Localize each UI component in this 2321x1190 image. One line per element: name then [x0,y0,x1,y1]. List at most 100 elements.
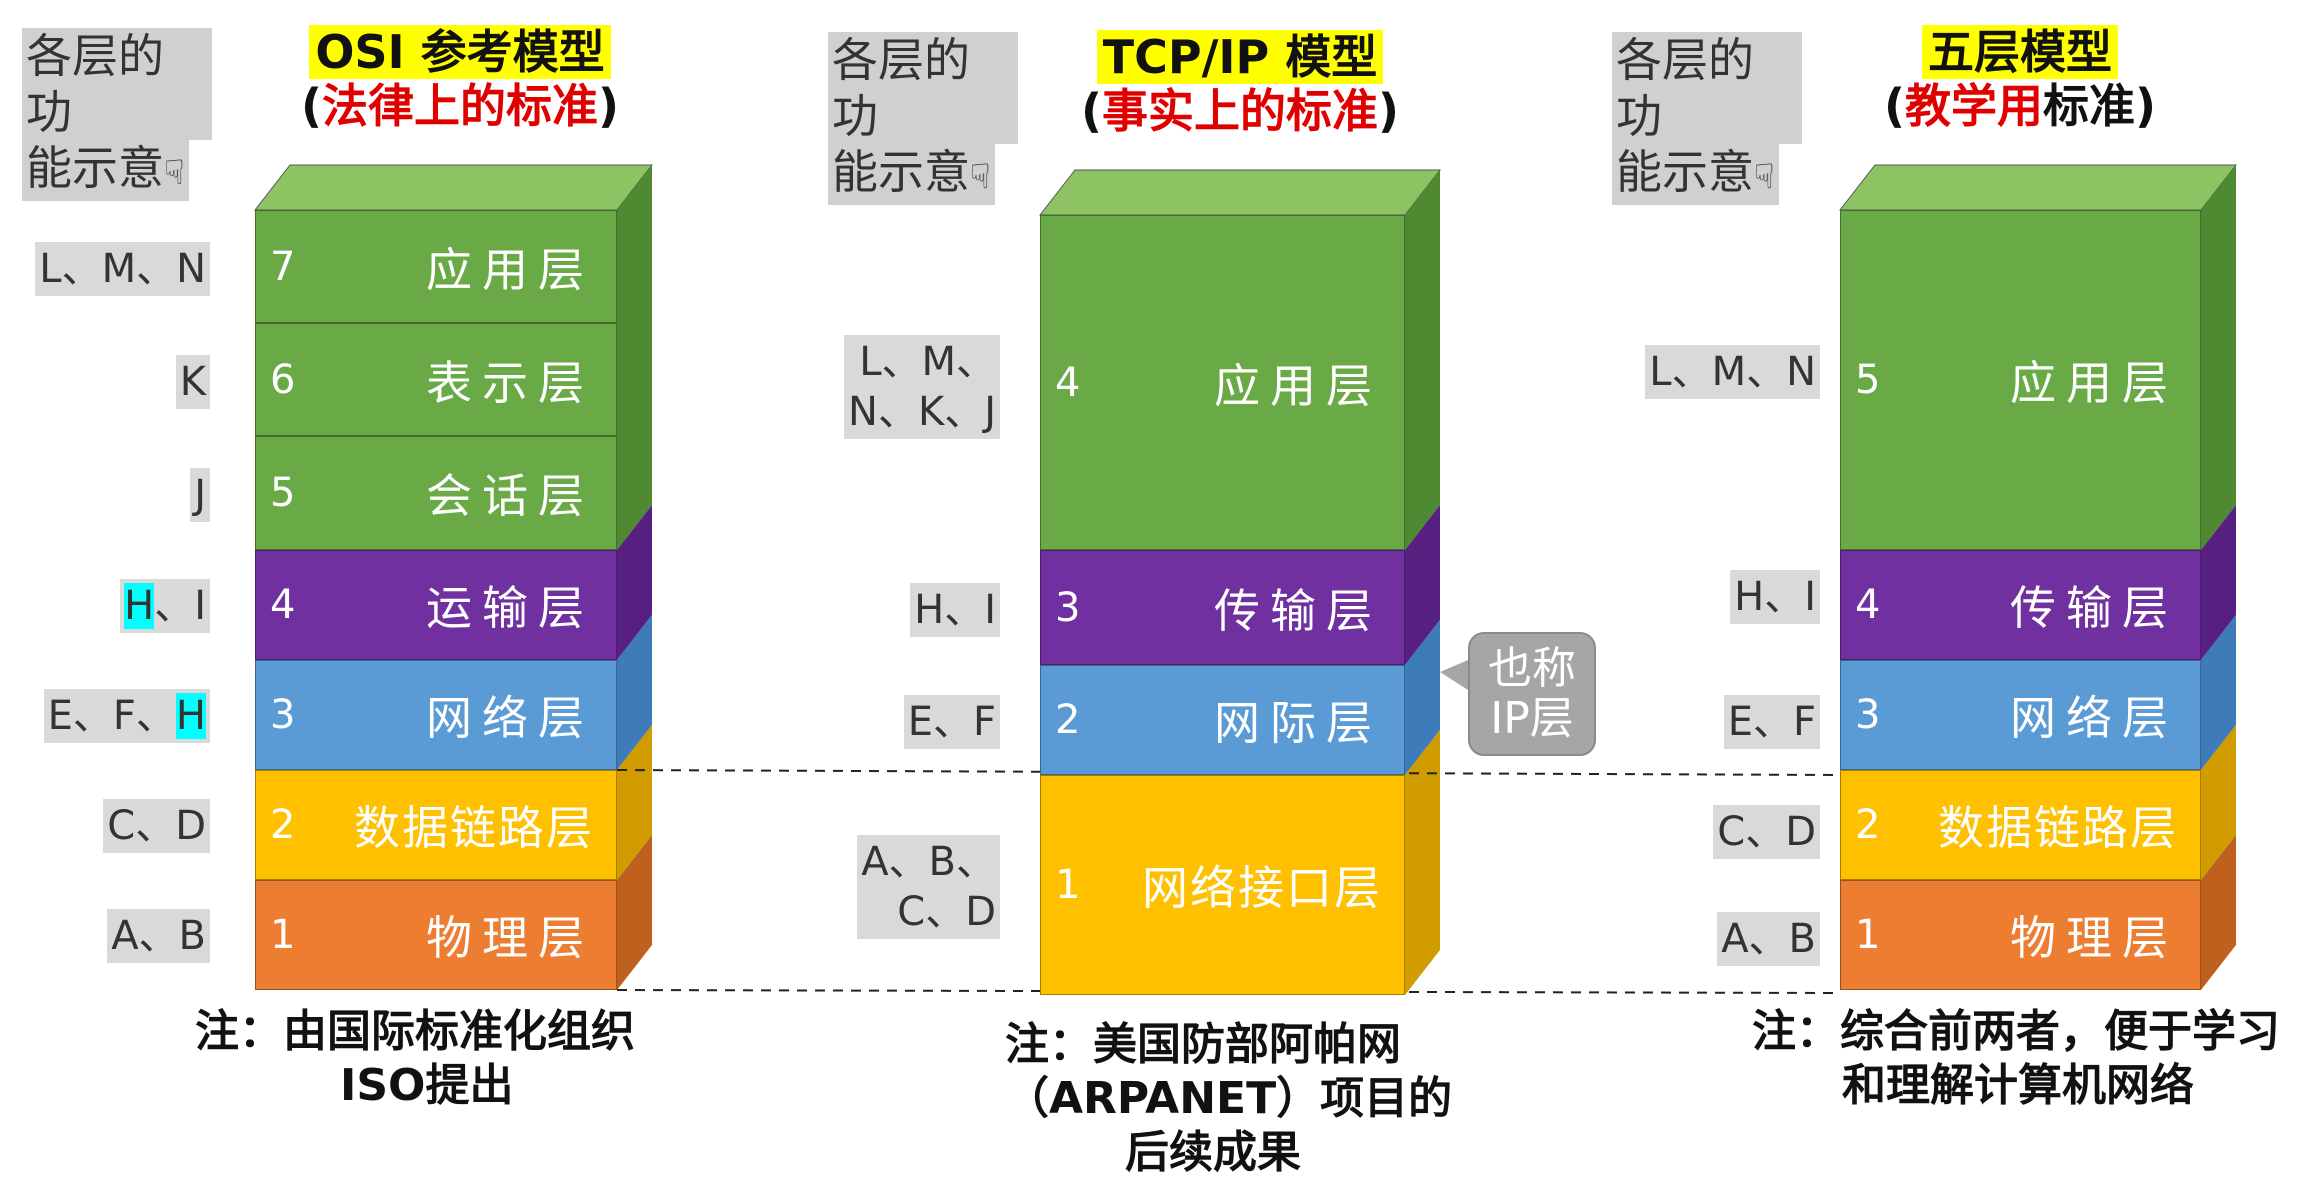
tcpip-title-block: TCP/IP 模型 (事实上的标准) [1050,30,1430,138]
osi-layer-2-label: 数据链路层 [354,801,594,855]
osi-note-line-2: ISO提出 [340,1060,514,1111]
five-layer-2-label: 数据链路层 [1938,801,2178,855]
hand-pointer-icon: ☟ [164,153,185,193]
osi-side-purple [617,505,652,660]
tcpip-title: TCP/IP 模型 [1096,30,1384,84]
five-note-line-2: 和理解计算机网络 [1842,1060,2194,1111]
tcpip-layer-2: 2 网际层 [1040,665,1405,775]
osi-top-face [253,164,654,211]
osi-layer-1: 1 物理层 [255,880,617,990]
osi-layer-2: 2 数据链路层 [255,770,617,880]
osi-map-1: A、B [107,909,210,963]
five-layer-3-num: 3 [1855,692,1881,738]
osi-layer-7-label: 应用层 [426,242,594,297]
five-layer-5-label: 应用层 [2010,356,2178,410]
tcpip-note: 注：美国防部阿帕网 （ARPANET）项目的 后续成果 [1005,1018,1452,1180]
osi-hint-line-2: 能示意☟ [22,140,189,201]
five-map-2: C、D [1713,805,1820,859]
tcpip-side-yellow [1405,730,1440,995]
five-map-4: H、I [1730,570,1820,624]
osi-layer-4: 4 运输层 [255,550,617,660]
callout-line-2: IP层 [1490,693,1574,744]
osi-layer-3-label: 网络层 [426,691,594,745]
five-side-blue [2201,615,2236,770]
osi-layer-1-label: 物理层 [426,911,594,965]
tcpip-layer-4-label: 应用层 [1214,358,1382,413]
tcpip-layer-2-num: 2 [1055,697,1081,743]
osi-layer-5-label: 会话层 [426,469,594,523]
osi-layer-6-num: 6 [270,356,296,403]
five-side-green-r [2201,165,2236,550]
five-note: 注：综合前两者，便于学习 和理解计算机网络 [1752,1005,2280,1113]
five-map-1: A、B [1717,912,1820,966]
tcpip-layer-2-label: 网际层 [1214,696,1382,750]
tcpip-hint-line-1: 各层的功 [828,32,1018,144]
five-layer-2-num: 2 [1855,802,1881,848]
osi-map-2: C、D [103,799,210,853]
osi-side-green [617,165,652,550]
tcpip-layer-4-num: 4 [1055,359,1081,406]
five-note-line-1: 注：综合前两者，便于学习 [1752,1006,2280,1057]
five-title-block: 五层模型 (教学用标准) [1830,25,2210,133]
tcpip-layer-1-num: 1 [1055,862,1081,908]
osi-hint-line-1: 各层的功 [22,28,212,140]
hand-pointer-icon: ☟ [970,157,991,197]
osi-layer-5-num: 5 [270,470,296,516]
five-layer-4: 4 传输层 [1840,550,2201,660]
osi-subtitle: (法律上的标准) [300,79,620,133]
osi-layer-4-num: 4 [270,582,296,628]
five-layer-5: 5 应用层 [1840,210,2201,550]
osi-side-orange [617,835,652,990]
osi-layer-7: 7 应用层 [255,210,617,323]
tcpip-map-1: A、B、C、D [857,835,1000,939]
osi-side-yellow [617,725,652,880]
ip-layer-callout: 也称 IP层 [1468,632,1596,756]
five-side-green [1840,165,1875,210]
tcpip-note-line-3: 后续成果 [1125,1127,1301,1178]
osi-layer-5: 5 会话层 [255,436,617,550]
five-layer-3-label: 网络层 [2010,691,2178,745]
tcpip-layer-4: 4 应用层 [1040,215,1405,550]
tcpip-layer-1-label: 网络接口层 [1142,861,1382,915]
five-layer-3: 3 网络层 [1840,660,2201,770]
tcpip-note-line-1: 注：美国防部阿帕网 [1005,1019,1401,1070]
five-side-purple [2201,505,2236,660]
tcpip-layer-1: 1 网络接口层 [1040,775,1405,995]
five-hint: 各层的功 能示意☟ [1612,32,1802,205]
tcpip-layer-3-num: 3 [1055,584,1081,631]
osi-layer-6: 6 表示层 [255,323,617,436]
five-layer-4-label: 传输层 [2010,581,2178,635]
osi-side-blue [617,615,652,770]
tcpip-hint: 各层的功 能示意☟ [828,32,1018,205]
tcpip-map-4: L、M、N、K、J [844,335,1000,439]
five-top-face [1838,164,2238,211]
tcpip-side-purple [1405,505,1440,665]
osi-map-4: H、I [120,579,210,633]
osi-layer-3-num: 3 [270,692,296,738]
osi-map-6: K [175,355,210,409]
osi-title-block: OSI 参考模型 (法律上的标准) [270,25,650,133]
tcpip-top-face [1038,169,1442,216]
osi-map-5: J [190,468,210,522]
five-layer-1-num: 1 [1855,912,1881,958]
five-hint-line-1: 各层的功 [1612,32,1802,144]
five-layer-2: 2 数据链路层 [1840,770,2201,880]
tcpip-side-blue [1405,620,1440,775]
tcpip-hint-line-2: 能示意☟ [828,144,995,205]
tcpip-layer-3: 3 传输层 [1040,550,1405,665]
tcpip-note-line-2: （ARPANET）项目的 [1005,1073,1453,1124]
osi-note: 注：由国际标准化组织 ISO提出 [195,1005,635,1113]
osi-layer-3: 3 网络层 [255,660,617,770]
five-map-3: E、F [1723,695,1820,749]
osi-map-7: L、M、N [35,242,210,296]
callout-line-1: 也称 [1488,643,1576,694]
five-side-orange [2201,835,2236,990]
tcpip-layer-3-label: 传输层 [1214,583,1382,638]
hand-pointer-icon: ☟ [1754,157,1775,197]
five-hint-line-2: 能示意☟ [1612,144,1779,205]
osi-title: OSI 参考模型 [309,25,611,79]
osi-layer-4-label: 运输层 [426,581,594,635]
tcpip-map-2: E、F [903,695,1000,749]
five-side-yellow [2201,725,2236,880]
five-layer-5-num: 5 [1855,357,1881,403]
